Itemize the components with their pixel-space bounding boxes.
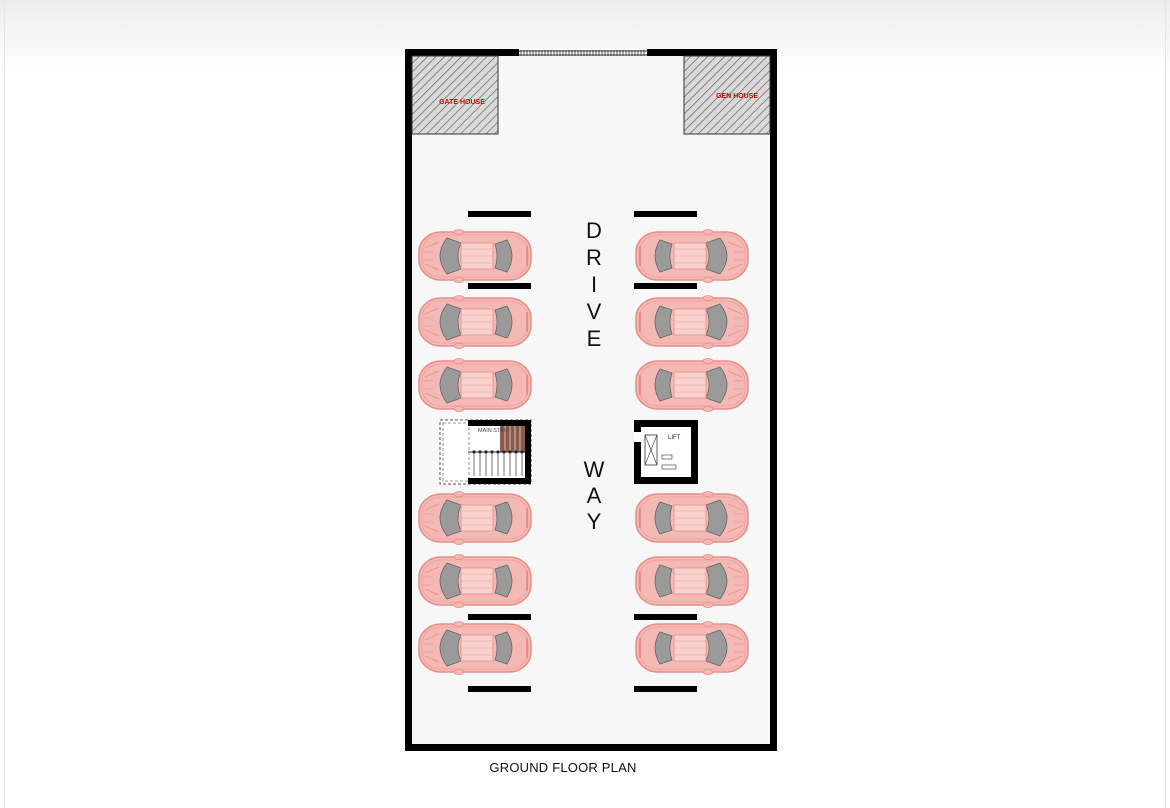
car-top-view-icon	[635, 490, 749, 546]
bumper-right-3	[634, 614, 697, 620]
driveway-letter: V	[587, 299, 602, 324]
car-top-view-icon	[418, 490, 532, 546]
bumper-left-4	[468, 686, 531, 692]
bumper-right-2	[634, 283, 697, 289]
gen-house: GEN HOUSE	[683, 55, 771, 135]
staircase-icon: MAIN STAIR	[439, 419, 532, 485]
entrance-gate	[519, 49, 647, 57]
stair-label: MAIN STAIR	[478, 428, 509, 434]
gen-house-label: GEN HOUSE	[716, 93, 758, 100]
car-top-view-icon	[635, 357, 749, 413]
driveway-letter: R	[586, 245, 602, 270]
bumper-left-1	[468, 211, 531, 217]
elevator-icon: LIFT	[634, 420, 698, 484]
car-top-view-icon	[418, 553, 532, 609]
bumper-left-2	[468, 283, 531, 289]
car-top-view-icon	[418, 620, 532, 676]
driveway-letter: D	[586, 218, 602, 243]
driveway-letter: W	[584, 457, 605, 482]
car-top-view-icon	[635, 228, 749, 284]
driveway-letter: A	[587, 483, 602, 508]
gate-house-label: GATE HOUSE	[439, 99, 485, 106]
page-edge-right	[1165, 0, 1166, 808]
lift-label: LIFT	[668, 435, 681, 441]
driveway-letter: I	[591, 272, 597, 297]
parking-bumpers	[468, 211, 697, 692]
driveway-letter: Y	[587, 509, 602, 534]
bumper-right-1	[634, 211, 697, 217]
entrance-gate-bars	[520, 50, 645, 56]
driveway-letter: E	[587, 326, 602, 351]
car-top-view-icon	[635, 620, 749, 676]
car-top-view-icon	[418, 228, 532, 284]
gate-house: GATE HOUSE	[411, 55, 499, 135]
car-top-view-icon	[635, 553, 749, 609]
bumper-right-4	[634, 686, 697, 692]
car-top-view-icon	[418, 294, 532, 350]
page-edge-left	[4, 0, 5, 808]
bumper-left-3	[468, 614, 531, 620]
car-top-view-icon	[635, 294, 749, 350]
plan-title: GROUND FLOOR PLAN	[489, 760, 637, 775]
car-top-view-icon	[418, 357, 532, 413]
